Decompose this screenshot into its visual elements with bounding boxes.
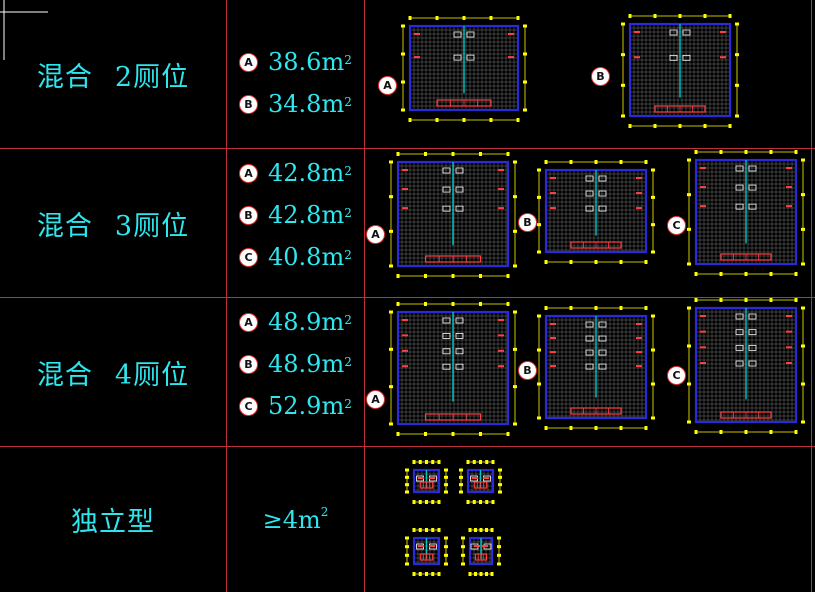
area-unit: 2 [320, 504, 329, 519]
variant-badge: A [239, 163, 258, 183]
column-divider [226, 0, 227, 592]
type-label: 混合 [36, 210, 93, 242]
area-unit: 2 [344, 95, 352, 109]
row-divider [0, 297, 815, 298]
area-value: 42.8m [268, 201, 345, 229]
variant-badge: B [239, 94, 258, 114]
area-value: ≥4m [262, 505, 321, 534]
variant-badge: A [239, 52, 258, 72]
plan-badge: A [366, 225, 385, 244]
plan-badge: B [591, 67, 610, 86]
plan-badge: A [378, 76, 397, 95]
floor-plan [461, 528, 501, 576]
area-unit: 2 [344, 313, 352, 327]
floor-plan [405, 460, 448, 504]
area-value: 48.9m [268, 308, 345, 336]
plan-badge: C [667, 216, 686, 235]
floor-plan [537, 306, 655, 430]
row-label-4-stalls: 混合 4厕位 [0, 298, 226, 446]
plan-badge: A [366, 390, 385, 409]
area-unit: 2 [344, 53, 352, 67]
area-value: 42.8m [268, 159, 345, 187]
floor-plan [537, 160, 655, 264]
row-label-3-stalls: 混合 3厕位 [0, 149, 226, 297]
variant-badge: C [239, 396, 258, 416]
floor-plan [621, 14, 739, 128]
row-label-2-stalls: 混合 2厕位 [0, 0, 226, 148]
plan-badge: B [518, 361, 537, 380]
stall-count: 3厕位 [114, 210, 190, 242]
variant-badge: A [239, 312, 258, 332]
variant-badge: C [239, 247, 258, 267]
type-label: 混合 [36, 61, 93, 93]
area-value: 52.9m [268, 392, 345, 420]
row-divider [0, 446, 815, 447]
stall-count: 4厕位 [114, 359, 190, 391]
type-label: 独立型 [71, 507, 155, 538]
row-divider [0, 148, 815, 149]
floor-plan [405, 528, 448, 576]
floor-plan [389, 302, 517, 436]
area-value: 38.6m [268, 48, 345, 76]
column-divider [364, 0, 365, 592]
row-label-independent: 独立型 [0, 447, 226, 592]
area-unit: 2 [344, 355, 352, 369]
variant-badge: B [239, 205, 258, 225]
floor-plan [459, 460, 502, 504]
plan-badge: B [518, 213, 537, 232]
area-value: 48.9m [268, 350, 345, 378]
area-unit: 2 [344, 164, 352, 178]
stall-count: 2厕位 [114, 61, 190, 93]
area-unit: 2 [344, 206, 352, 220]
floor-plan [401, 16, 527, 122]
type-label: 混合 [36, 359, 93, 391]
floor-plan [687, 298, 805, 434]
floor-plan [389, 152, 517, 278]
area-value: 34.8m [268, 90, 345, 118]
variant-badge: B [239, 354, 258, 374]
area-unit: 2 [344, 248, 352, 262]
area-value: 40.8m [268, 243, 345, 271]
column-divider [811, 0, 812, 592]
area-unit: 2 [344, 397, 352, 411]
cad-crosshair [0, 0, 48, 60]
floor-plan [687, 150, 805, 276]
plan-badge: C [667, 366, 686, 385]
